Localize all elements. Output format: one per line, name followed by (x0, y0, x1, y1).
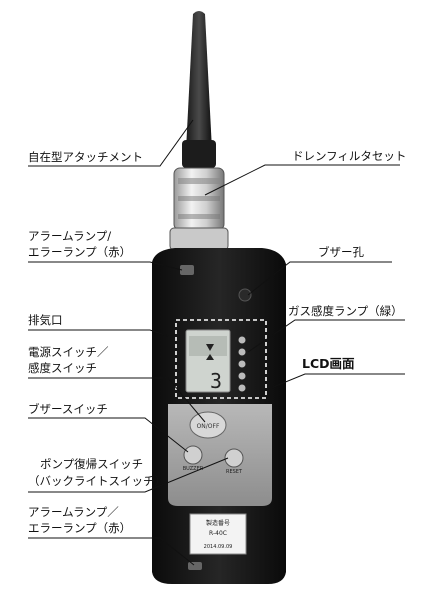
alarm-lamp-bottom (188, 562, 202, 570)
label-drain-filter: ドレンフィルタセット (292, 149, 407, 163)
sticker-line-2: R-40C (209, 530, 227, 537)
power-button-label: ON/OFF (197, 423, 220, 430)
label-power-switch-1: 電源スイッチ／ (28, 345, 109, 359)
label-pump-reset-1: ポンプ復帰スイッチ (40, 457, 144, 471)
alarm-lamp-top (180, 265, 194, 275)
buzzer-button-label: BUZZER (183, 466, 204, 472)
label-lcd-screen: LCD画面 (302, 356, 355, 371)
flexible-attachment (186, 11, 212, 150)
sensitivity-lamps (238, 336, 246, 392)
lcd-digit: 3 (210, 369, 222, 393)
attachment-collar (182, 140, 216, 168)
leader-lines (28, 119, 405, 566)
filter-base (169, 227, 229, 251)
label-buzzer-switch: ブザースイッチ (28, 402, 108, 416)
label-power-switch-2: 感度スイッチ (28, 361, 97, 375)
label-alarm-lamp-top-2: エラーランプ（赤） (28, 245, 132, 259)
label-attachment: 自在型アタッチメント (28, 150, 143, 164)
label-alarm-lamp-top-1: アラームランプ/ (28, 229, 112, 243)
pump-button-label: RESET (226, 469, 243, 475)
sticker-line-3: 2014.09.09 (204, 544, 233, 550)
lcd-region-frame (175, 319, 267, 399)
buzzer-button (183, 445, 203, 465)
label-alarm-lamp-bottom-2: エラーランプ（赤） (28, 521, 132, 535)
pump-reset-button (224, 448, 244, 468)
serial-sticker (189, 513, 247, 555)
power-button (189, 411, 227, 439)
label-gas-sense-lamp: ガス感度ランプ（緑） (288, 304, 403, 318)
buzzer-hole (238, 288, 252, 302)
label-buzzer-hole: ブザー孔 (318, 245, 364, 259)
label-alarm-lamp-bottom-1: アラームランプ／ (28, 505, 119, 519)
sticker-line-1: 製造番号 (206, 519, 230, 527)
label-pump-reset-2: （バックライトスイッチ） (28, 474, 166, 488)
label-exhaust-port: 排気口 (28, 313, 63, 327)
